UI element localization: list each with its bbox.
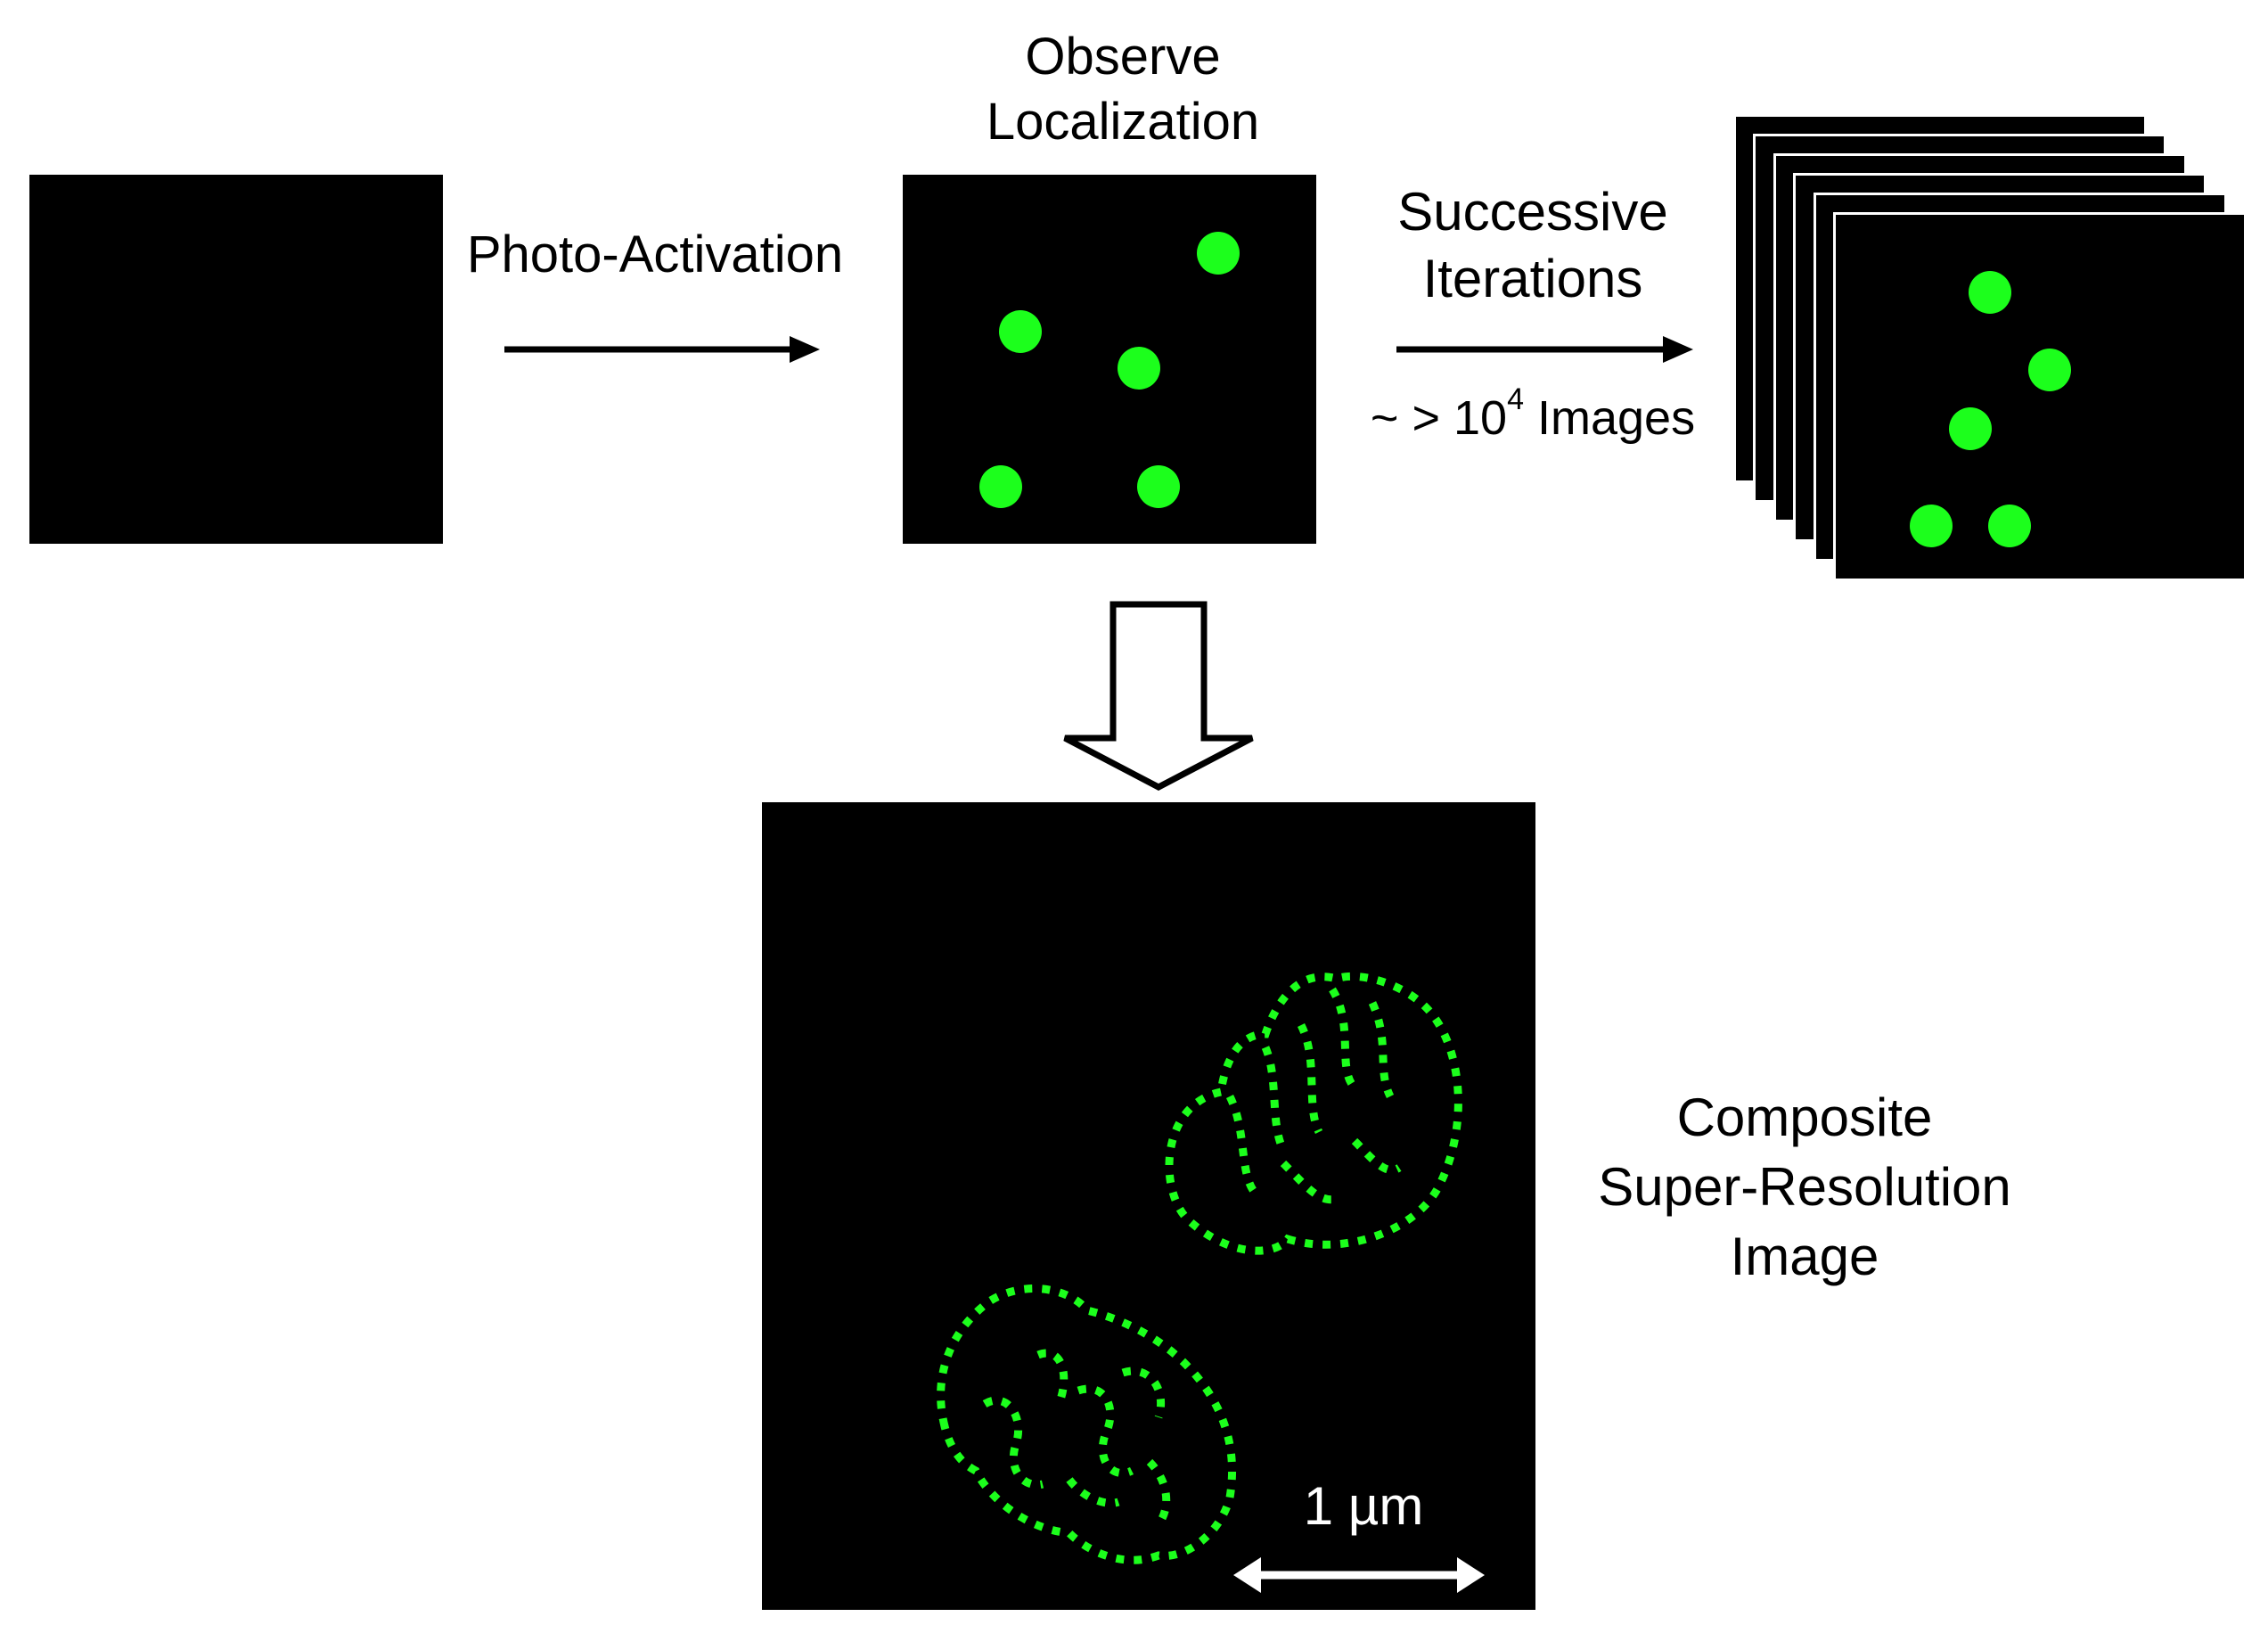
fluorophore-dot — [1910, 505, 1953, 547]
photo-activation-label: Photo-Activation — [466, 226, 844, 283]
fluorophore-dot — [1988, 505, 2031, 547]
composite-label-line3: Image — [1730, 1227, 1879, 1286]
observe-localization-label: Observe Localization — [927, 25, 1319, 154]
composite-image-panel — [762, 802, 1535, 1610]
fluorophore-dot — [1969, 271, 2011, 314]
image-count-exponent: 4 — [1507, 382, 1524, 416]
iterations-arrow — [1396, 336, 1693, 363]
composite-down-arrow — [1063, 601, 1254, 791]
scale-bar-label: 1 µm — [1303, 1476, 1424, 1536]
image-count-label: ~ > 104 Images — [1337, 384, 1729, 449]
fluorophore-dot — [1197, 232, 1240, 275]
mitochondrion-structure — [1165, 972, 1462, 1255]
fluorophore-dot — [979, 465, 1022, 508]
fluorophore-dot — [1949, 407, 1992, 450]
iterations-label-line2: Iterations — [1422, 249, 1643, 308]
observe-label-line2: Localization — [986, 92, 1260, 151]
photo-activation-arrow — [504, 336, 820, 363]
mitochondrion-structure — [937, 1284, 1236, 1564]
scale-bar — [1233, 1557, 1485, 1593]
image-count-suffix: Images — [1523, 391, 1696, 445]
successive-iterations-label: Successive Iterations — [1346, 178, 1720, 312]
composite-label-line2: Super-Resolution — [1598, 1157, 2011, 1217]
fluorophore-dot — [1118, 347, 1160, 390]
composite-label: Composite Super-Resolution Image — [1551, 1083, 2059, 1292]
dark-field-panel — [29, 175, 443, 544]
fluorophore-dot — [2028, 349, 2071, 391]
iterations-label-line1: Successive — [1397, 182, 1668, 242]
composite-label-line1: Composite — [1676, 1087, 1933, 1147]
front-stacked-frame — [1833, 212, 2247, 581]
sparse-localization-panel — [903, 175, 1316, 544]
image-count-prefix: ~ > 10 — [1370, 391, 1508, 445]
fluorophore-dot — [1137, 465, 1180, 508]
observe-label-line1: Observe — [1025, 28, 1221, 86]
fluorophore-dot — [999, 310, 1042, 353]
